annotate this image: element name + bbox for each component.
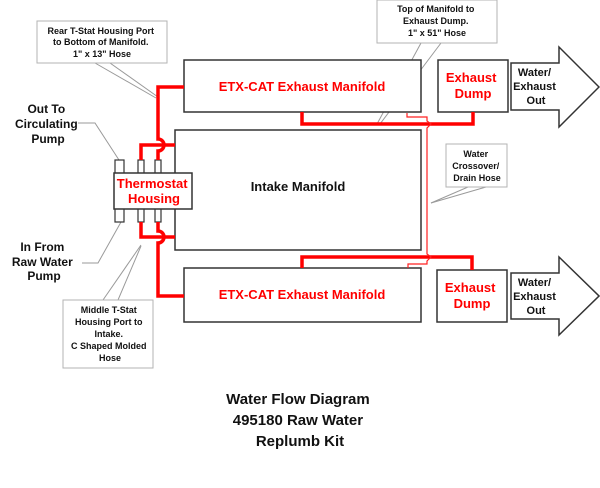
leader-rear-tstat-1 bbox=[94, 62, 157, 99]
callout-rear-tstat: Rear T-Stat Housing Port to Bottom of Ma… bbox=[36, 20, 168, 64]
lower-exhaust-dump: Exhaust Dump bbox=[436, 269, 508, 323]
lower-exhaust-dump-label: Exhaust Dump bbox=[445, 280, 499, 311]
port-middle-bottom bbox=[154, 207, 162, 223]
label-out-to-circulating-pump: Out To Circulating Pump bbox=[15, 102, 81, 146]
leader-middle-tstat-1 bbox=[102, 244, 142, 301]
callout-water-crossover: Water Crossover/ Drain Hose bbox=[445, 143, 508, 188]
callout-rear-tstat-text: Rear T-Stat Housing Port to Bottom of Ma… bbox=[47, 26, 156, 59]
lower-exhaust-dump-box bbox=[436, 269, 508, 323]
lower-exhaust-manifold-box bbox=[183, 267, 422, 323]
upper-exhaust-dump-label: Exhaust Dump bbox=[446, 70, 500, 101]
label-in-from-raw-water-pump: In From Raw Water Pump bbox=[12, 240, 76, 283]
leader-middle-tstat-2 bbox=[117, 245, 142, 301]
upper-exhaust-manifold-label: ETX-CAT Exhaust Manifold bbox=[219, 79, 386, 94]
callout-top-manifold-text: Top of Manifold to Exhaust Dump. 1" x 51… bbox=[397, 4, 477, 38]
thermostat-housing: Thermostat Housing bbox=[113, 159, 193, 223]
thermostat-housing-label: Thermostat Housing bbox=[117, 176, 191, 206]
hose-rear-tstat-to-upper-manifold bbox=[156, 85, 184, 160]
leader-out-circulating bbox=[78, 122, 120, 161]
hoses bbox=[139, 85, 475, 298]
lower-arrow-shape bbox=[510, 255, 600, 337]
callout-water-crossover-text: Water Crossover/ Drain Hose bbox=[452, 149, 502, 183]
port-in-raw-water bbox=[114, 207, 125, 223]
intake-manifold-box bbox=[174, 129, 422, 251]
leader-crossover-2 bbox=[430, 186, 487, 204]
upper-arrow-label: Water/ Exhaust Out bbox=[513, 67, 559, 107]
callout-top-manifold: Top of Manifold to Exhaust Dump. 1" x 51… bbox=[376, 0, 498, 44]
hose-water-crossover-drain bbox=[406, 113, 432, 268]
thermostat-housing-box bbox=[113, 172, 193, 210]
leader-in-raw-water bbox=[82, 221, 122, 264]
hose-lower-manifold-to-dump bbox=[300, 255, 474, 270]
upper-exhaust-manifold-box bbox=[183, 59, 422, 113]
hose-upper-manifold-to-dump bbox=[300, 112, 475, 126]
upper-exhaust-dump: Exhaust Dump bbox=[437, 59, 509, 113]
callout-middle-tstat-box bbox=[62, 299, 154, 369]
lower-exhaust-manifold-label: ETX-CAT Exhaust Manifold bbox=[219, 287, 386, 302]
diagram-title: Water Flow Diagram 495180 Raw Water Repl… bbox=[226, 391, 374, 450]
callout-top-manifold-box bbox=[376, 0, 498, 44]
callout-middle-tstat-text: Middle T-Stat Housing Port to Intake. C … bbox=[71, 305, 149, 363]
port-rear-bottom bbox=[137, 207, 145, 223]
upper-exhaust-manifold: ETX-CAT Exhaust Manifold bbox=[183, 59, 422, 113]
callout-rear-tstat-box bbox=[36, 20, 168, 64]
hose-rear-tstat-to-lower-manifold bbox=[156, 222, 184, 298]
callout-middle-tstat: Middle T-Stat Housing Port to Intake. C … bbox=[62, 299, 154, 369]
port-rear-top bbox=[137, 159, 145, 175]
port-middle-top bbox=[154, 159, 162, 175]
leader-rear-tstat-2 bbox=[109, 62, 159, 98]
port-out-circulating bbox=[114, 159, 125, 175]
lower-arrow-label: Water/ Exhaust Out bbox=[513, 277, 559, 317]
upper-output-arrow: Water/ Exhaust Out bbox=[510, 45, 600, 129]
leader-crossover-1 bbox=[430, 186, 469, 204]
lower-output-arrow: Water/ Exhaust Out bbox=[510, 255, 600, 337]
lower-exhaust-manifold: ETX-CAT Exhaust Manifold bbox=[183, 267, 422, 323]
upper-exhaust-dump-box bbox=[437, 59, 509, 113]
upper-arrow-shape bbox=[510, 45, 600, 129]
intake-manifold-label: Intake Manifold bbox=[251, 179, 346, 194]
intake-manifold: Intake Manifold bbox=[174, 129, 422, 251]
callout-water-crossover-box bbox=[445, 143, 508, 188]
